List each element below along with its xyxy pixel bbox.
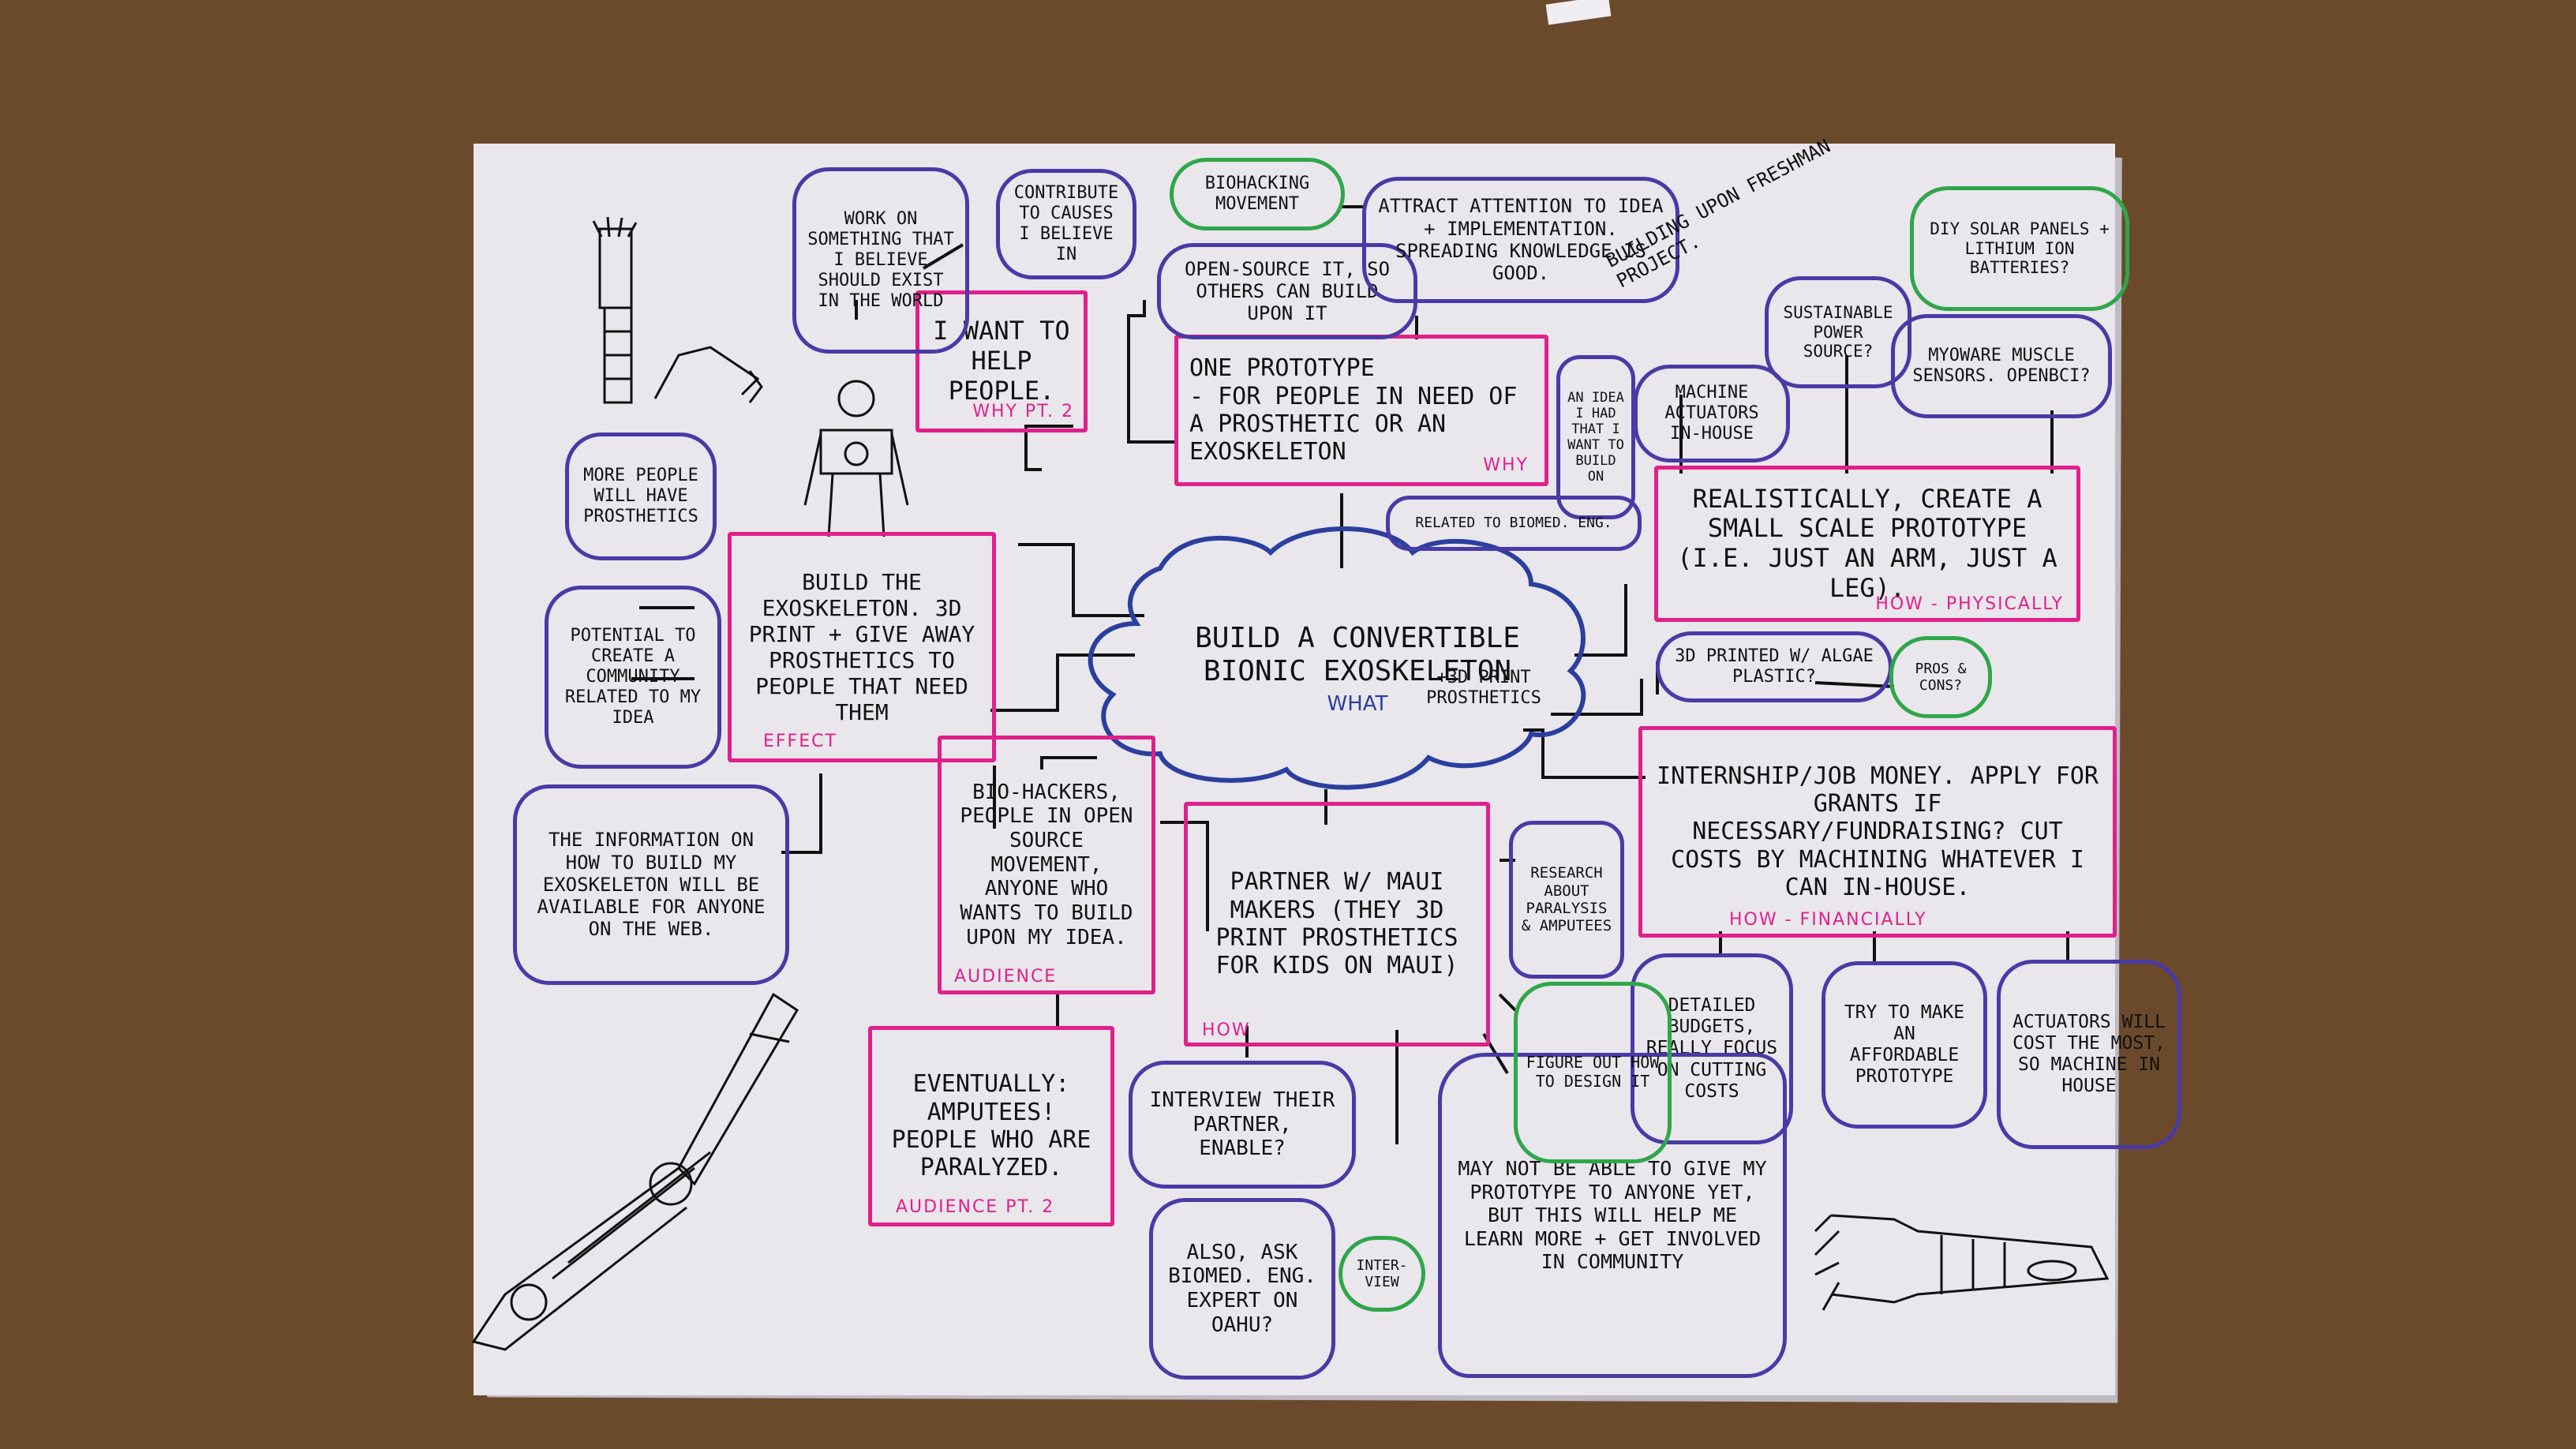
sketch-leg [471,992,799,1351]
bubble-information: The information on how to build my exosk… [513,784,789,985]
box-build: Build the exoskeleton. 3D print + give a… [728,532,996,762]
bubble-also-ask: Also, ask biomed. eng. expert on Oahu? [1149,1198,1335,1380]
sketch-arm [1814,1214,2110,1311]
center-title: Build a convertible bionic exoskeleton [1195,621,1520,687]
bubble-3d-printed: 3D printed w/ algae plastic? [1656,631,1893,702]
bubble-idea-had: An idea I had that I want to build on [1556,355,1635,519]
green-biohacking: Biohacking movement [1170,158,1345,230]
bubble-actuators-cost: Actuators will cost the most, so machine… [1997,960,2181,1149]
bubble-myoware: Myoware muscle sensors. OpenBCI? [1891,314,2112,418]
box-biohackers: Bio-hackers, people in open source movem… [938,736,1155,994]
center-tag: What [1327,691,1388,716]
green-diy-solar: DIY solar panels + lithium ion batteries… [1910,186,2129,311]
bubble-contribute: Contribute to causes I believe in [996,169,1136,279]
sketch-hand [592,216,763,404]
bubble-affordable: Try to make an affordable prototype [1822,961,1987,1129]
bubble-community: Potential to create a community related … [545,586,721,769]
bubble-attract: Attract attention to idea + implementati… [1362,177,1679,303]
bubble-more-people: More people will have prosthetics [565,432,717,560]
box-internship: Internship/job money. Apply for grants i… [1638,726,2117,938]
box-realistic: Realistically, create a small scale prot… [1654,466,2080,622]
box-partner: Partner w/ Maui Makers (they 3D print pr… [1184,802,1490,1046]
green-interview-note: Inter-view [1339,1236,1425,1312]
bubble-sustainable: Sustainable power source? [1765,276,1911,388]
bubble-interview: Interview their partner, eNable? [1129,1061,1356,1189]
bubble-work-on: Work on something that I believe should … [792,167,969,354]
green-pros-cons: Pros & cons? [1889,636,1992,718]
bubble-machine-actuators: Machine actuators in-house [1634,365,1790,462]
box-prototype: One prototype - for people in need of a … [1174,335,1548,486]
center-note: +3D print prosthetics [1426,668,1541,708]
bubble-research: Research about paralysis & amputees [1509,821,1624,979]
box-eventually: Eventually: amputees! People who are par… [868,1026,1114,1226]
bubble-related: Related to biomed. eng. [1386,496,1642,551]
bubble-open-source: Open-source it, so others can build upon… [1157,243,1417,339]
sketch-robot [803,380,909,537]
green-figure-out: Figure out how to design it [1514,982,1672,1163]
center-goal: Build a convertible bionic exoskeleton [1152,576,1563,734]
bubble-may-not: May not be able to give my prototype to … [1438,1053,1787,1378]
